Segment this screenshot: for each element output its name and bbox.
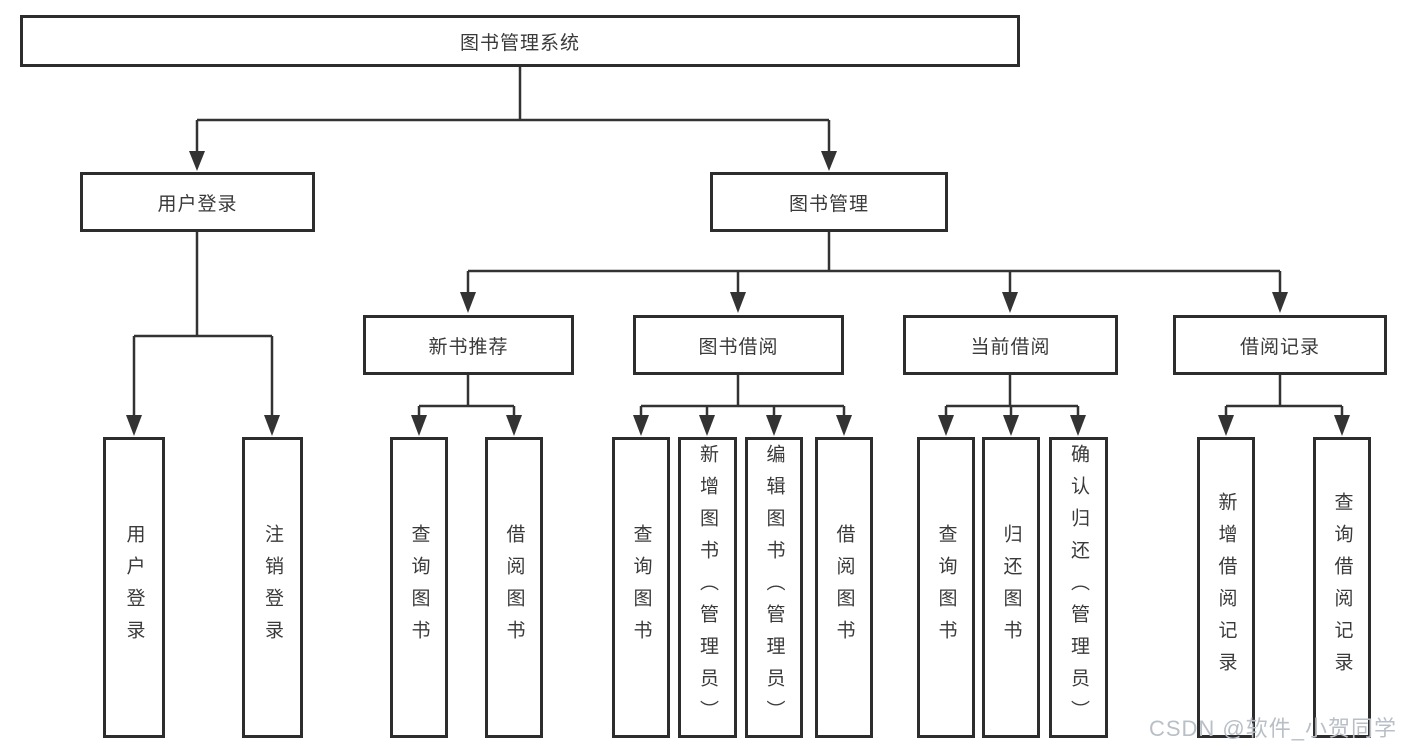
arrowhead-down-icon [1002, 292, 1018, 313]
arrowhead-down-icon [1070, 415, 1086, 436]
arrowhead-down-icon [189, 151, 205, 171]
watermark: CSDN @软件_小贺同学 [1148, 716, 1397, 741]
node-book-management: 图书管理 [710, 172, 948, 232]
leaf-query-books-current: 查询图书 [917, 437, 975, 738]
leaf-user-login: 用户登录 [103, 437, 165, 738]
arrowhead-down-icon [506, 415, 522, 436]
leaf-add-books-admin: 新增图书（管理员） [678, 437, 737, 738]
leaf-borrow-books-recommend: 借阅图书 [485, 437, 543, 738]
arrowhead-down-icon [938, 415, 954, 436]
node-user-login: 用户登录 [80, 172, 315, 232]
node-borrowing-records: 借阅记录 [1173, 315, 1387, 375]
node-current-borrowing: 当前借阅 [903, 315, 1118, 375]
leaf-query-books-borrowing: 查询图书 [612, 437, 670, 738]
arrowhead-down-icon [821, 151, 837, 171]
arrowhead-down-icon [1218, 415, 1234, 436]
arrowhead-down-icon [730, 292, 746, 313]
arrowhead-down-icon [699, 415, 715, 436]
arrowhead-down-icon [1272, 292, 1288, 313]
leaf-borrow-books-borrowing: 借阅图书 [815, 437, 873, 738]
leaf-return-books: 归还图书 [982, 437, 1040, 738]
leaf-add-borrow-record: 新增借阅记录 [1197, 437, 1255, 738]
leaf-query-books-recommend: 查询图书 [390, 437, 448, 738]
node-book-borrowing: 图书借阅 [633, 315, 844, 375]
arrowhead-down-icon [126, 415, 142, 436]
leaf-edit-books-admin: 编辑图书（管理员） [745, 437, 803, 738]
leaf-confirm-return-admin: 确认归还（管理员） [1049, 437, 1108, 738]
node-new-book-recommendation: 新书推荐 [363, 315, 574, 375]
arrowhead-down-icon [1334, 415, 1350, 436]
node-library-management-system: 图书管理系统 [20, 15, 1020, 67]
arrowhead-down-icon [411, 415, 427, 436]
arrowhead-down-icon [633, 415, 649, 436]
arrowheads [126, 151, 1350, 436]
arrowhead-down-icon [1003, 415, 1019, 436]
arrowhead-down-icon [264, 415, 280, 436]
arrowhead-down-icon [836, 415, 852, 436]
arrowhead-down-icon [766, 415, 782, 436]
arrowhead-down-icon [460, 292, 476, 313]
leaf-logout: 注销登录 [242, 437, 303, 738]
connector-path [132, 67, 1344, 416]
leaf-query-borrow-record: 查询借阅记录 [1313, 437, 1371, 738]
